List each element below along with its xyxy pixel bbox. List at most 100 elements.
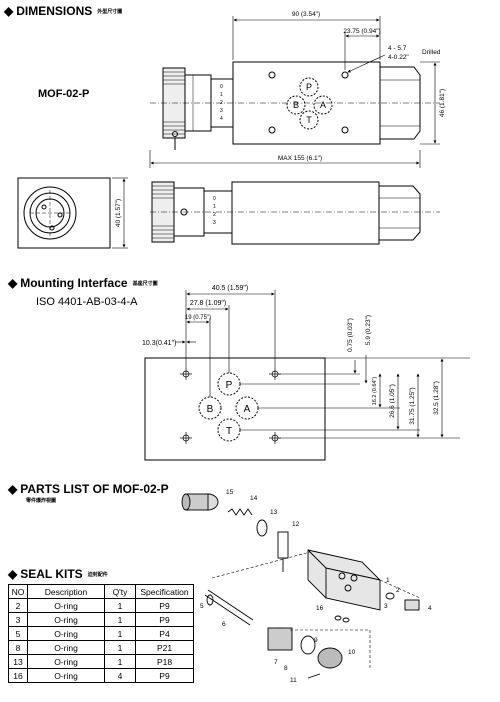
dim-23-75: 23.75 (0.94") <box>343 28 380 35</box>
drill-spec-2: 4-0.22" <box>388 54 409 61</box>
exploded-view: 15 14 13 12 1 2 3 4 5 6 7 8 9 10 11 16 <box>181 489 432 684</box>
col-header-description: Description <box>27 584 105 599</box>
seal-title-text: SEAL KITS <box>20 567 83 581</box>
mounting-drawing: P B A T 40.5 (1.59") 27.8 (1.09") 19 (0.… <box>142 285 470 461</box>
callout-14: 14 <box>250 495 258 502</box>
model-label: MOF-02-P <box>38 88 90 100</box>
col-header-qty: Q'ty <box>104 584 136 599</box>
cell-qty: 1 <box>104 612 136 627</box>
port-a-label: A <box>244 404 251 415</box>
cell-description: O-ring <box>27 612 105 627</box>
cell-no: 5 <box>8 626 28 641</box>
cell-qty: 4 <box>104 668 136 683</box>
dim-19: 19 (0.75") <box>185 315 211 321</box>
callout-8: 8 <box>284 665 288 672</box>
diamond-bullet-icon: ◆ <box>8 276 18 290</box>
parts-title: ◆ PARTS LIST OF MOF-02-P <box>8 482 169 496</box>
cell-specification: P4 <box>135 626 194 641</box>
dim-32-5: 32.5 (1.28") <box>433 381 440 415</box>
table-row: 2 O-ring 1 P9 <box>8 598 194 613</box>
dim-26-6: 26.6 (1.05") <box>389 384 396 418</box>
dim-10-3: 10.3(0.41") <box>142 340 176 347</box>
mounting-title-cn: 基座尺寸圖 <box>132 280 158 287</box>
svg-text:1: 1 <box>213 204 216 210</box>
dim-90: 90 (3.54") <box>292 11 320 18</box>
seal-kits-table: NO Description Q'ty Specification 2 O-ri… <box>8 584 194 683</box>
diamond-bullet-icon: ◆ <box>4 4 14 18</box>
table-row: 8 O-ring 1 P21 <box>8 640 194 655</box>
diamond-bullet-icon: ◆ <box>8 482 18 496</box>
dim-max-155: MAX 155 (6.1") <box>278 155 322 162</box>
dim-40: 40 (1.57") <box>115 199 122 227</box>
callout-10: 10 <box>348 649 356 656</box>
cell-specification: P21 <box>135 640 194 655</box>
cell-qty: 1 <box>104 640 136 655</box>
port-p-top: P <box>306 82 312 92</box>
svg-text:0: 0 <box>220 84 223 90</box>
table-header-row: NO Description Q'ty Specification <box>8 584 194 599</box>
seal-title: ◆ SEAL KITS 迫封配件 <box>8 567 108 581</box>
cell-specification: P9 <box>135 668 194 683</box>
svg-text:3: 3 <box>213 220 216 226</box>
port-p-label: P <box>226 380 233 391</box>
callout-1: 1 <box>386 577 390 584</box>
cell-description: O-ring <box>27 668 105 683</box>
dim-5-9: 5.9 (0.23") <box>365 315 372 345</box>
mounting-title-text: Mounting Interface <box>20 276 128 290</box>
cell-specification: P9 <box>135 612 194 627</box>
cell-no: 2 <box>8 598 28 613</box>
callout-12: 12 <box>292 521 300 528</box>
port-b-top: B <box>293 100 299 110</box>
callout-7: 7 <box>274 659 278 666</box>
table-row: 3 O-ring 1 P9 <box>8 612 194 627</box>
svg-text:0: 0 <box>213 196 216 202</box>
cell-description: O-ring <box>27 654 105 669</box>
callout-4: 4 <box>428 605 432 612</box>
cell-qty: 1 <box>104 598 136 613</box>
col-header-specification: Specification <box>135 584 194 599</box>
cell-description: O-ring <box>27 598 105 613</box>
callout-9: 9 <box>314 637 318 644</box>
cell-qty: 1 <box>104 626 136 641</box>
callout-2: 2 <box>396 587 400 594</box>
mounting-title: ◆ Mounting Interface 基座尺寸圖 <box>8 276 158 290</box>
drilled-label: Drilled <box>422 49 441 56</box>
dim-46: 46 (1.81") <box>439 89 446 117</box>
cell-description: O-ring <box>27 626 105 641</box>
dim-27-8: 27.8 (1.09") <box>190 300 226 307</box>
callout-15: 15 <box>226 489 234 496</box>
svg-text:4: 4 <box>220 116 223 122</box>
table-row: 5 O-ring 1 P4 <box>8 626 194 641</box>
callout-6: 6 <box>222 621 226 628</box>
col-header-no: NO <box>8 584 28 599</box>
svg-text:2: 2 <box>213 212 216 218</box>
dimension-drawing: 012 34 P B A T <box>17 11 446 249</box>
dimensions-title: ◆ DIMENSIONS 外型尺寸圖 <box>4 4 122 18</box>
parts-title-text: PARTS LIST OF MOF-02-P <box>20 482 169 496</box>
cell-no: 8 <box>8 640 28 655</box>
dim-0-75: 0.75 (0.03") <box>347 318 354 352</box>
port-t-top: T <box>306 115 312 125</box>
callout-16: 16 <box>316 605 324 612</box>
cell-no: 3 <box>8 612 28 627</box>
cell-no: 16 <box>8 668 28 683</box>
dimensions-title-text: DIMENSIONS <box>16 4 93 18</box>
callout-11: 11 <box>290 677 297 684</box>
cell-description: O-ring <box>27 640 105 655</box>
cell-specification: P9 <box>135 598 194 613</box>
end-view <box>17 177 128 249</box>
svg-text:3: 3 <box>220 108 223 114</box>
table-row: 13 O-ring 1 P18 <box>8 654 194 669</box>
valve-body-side <box>231 181 380 245</box>
mounting-plate <box>144 357 326 461</box>
callout-5: 5 <box>200 603 204 610</box>
port-b-label: B <box>207 404 214 415</box>
seal-title-cn: 迫封配件 <box>87 571 108 578</box>
drill-spec-1: 4 - 5.7 <box>388 45 407 52</box>
callout-13: 13 <box>270 509 278 516</box>
port-t-label: T <box>226 426 232 437</box>
diamond-bullet-icon: ◆ <box>8 567 18 581</box>
cell-qty: 1 <box>104 654 136 669</box>
cell-specification: P18 <box>135 654 194 669</box>
dimensions-title-cn: 外型尺寸圖 <box>97 8 123 15</box>
